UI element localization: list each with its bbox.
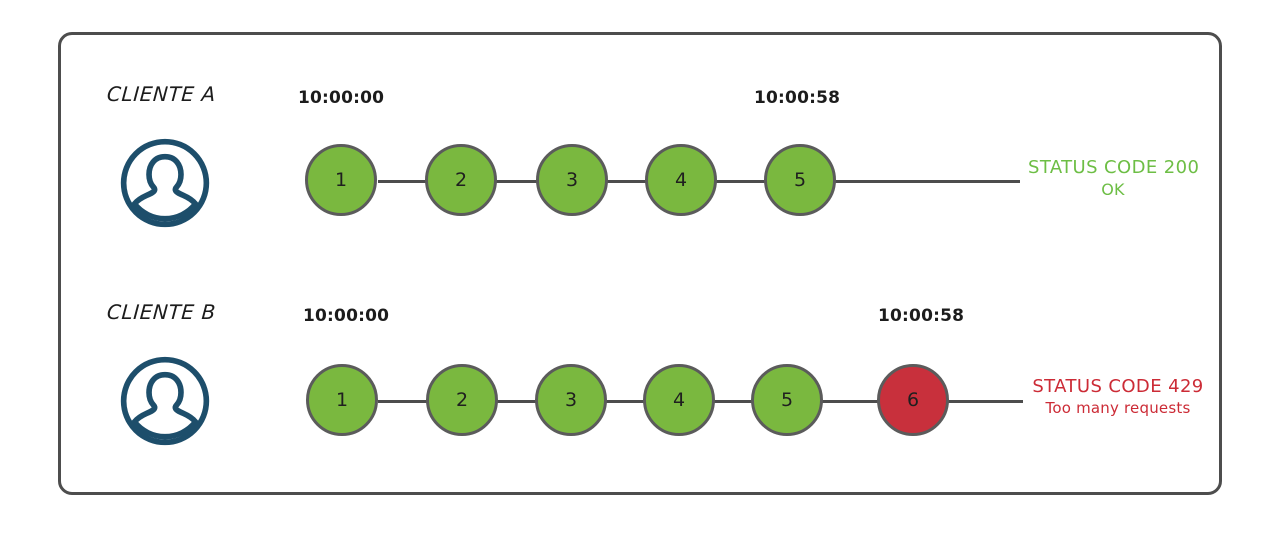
request-node-number: 2 [455,388,469,411]
timestamp-start-a: 10:00:00 [298,88,385,108]
status-detail-text-b: Too many requests [1045,398,1191,417]
request-node-number: 2 [454,168,468,191]
chain-tail-connector-a [834,180,1020,183]
request-node[interactable]: 1 [306,364,378,436]
timestamp-end-a: 10:00:58 [754,88,841,108]
request-node[interactable]: 2 [426,364,498,436]
request-node[interactable]: 3 [536,144,608,216]
request-node[interactable]: 3 [535,364,607,436]
user-avatar-icon [118,354,212,448]
request-node[interactable]: 5 [764,144,836,216]
status-badge-a: STATUS CODE 200 OK [1028,157,1200,200]
status-code-text-a: STATUS CODE 200 [1028,157,1200,178]
request-node-number: 3 [565,168,579,191]
request-node[interactable]: 2 [425,144,497,216]
timestamp-start-b: 10:00:00 [303,306,390,326]
request-node-number: 1 [335,388,349,411]
chain-tail-connector-b [948,400,1023,403]
status-detail-text-a: OK [1101,179,1125,199]
request-node-number: 4 [672,388,686,411]
client-a-label: CLIENTE A [106,82,217,106]
request-node[interactable]: 4 [643,364,715,436]
request-node-blocked[interactable]: 6 [877,364,949,436]
chain-connector-b [378,400,878,403]
timestamp-end-b: 10:00:58 [878,306,965,326]
status-badge-b: STATUS CODE 429 Too many requests [1022,376,1214,417]
diagram-frame [58,32,1222,495]
status-code-text-b: STATUS CODE 429 [1032,376,1204,397]
request-node-number: 6 [906,388,920,411]
request-node-number: 5 [780,388,794,411]
request-node[interactable]: 1 [305,144,377,216]
request-node[interactable]: 4 [645,144,717,216]
request-node-number: 5 [793,168,807,191]
request-node[interactable]: 5 [751,364,823,436]
request-node-number: 3 [564,388,578,411]
user-avatar-icon [118,136,212,230]
client-b-label: CLIENTE B [106,300,217,324]
request-node-number: 1 [334,168,348,191]
request-node-number: 4 [674,168,688,191]
